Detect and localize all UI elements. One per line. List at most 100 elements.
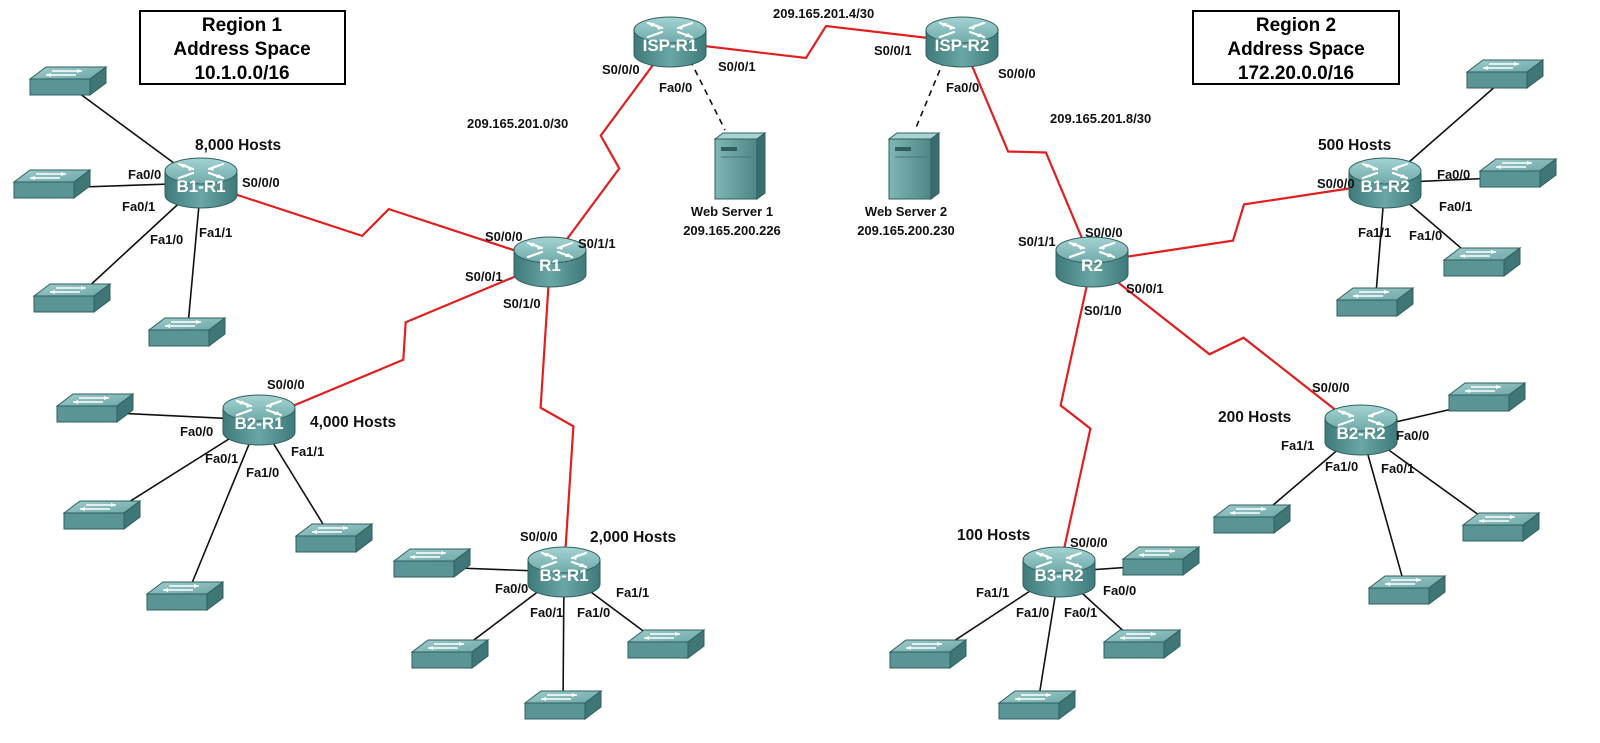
iface-label: S0/0/1 xyxy=(718,59,756,74)
iface-label: Fa1/0 xyxy=(1325,459,1358,474)
serial-link-r2-b2-r2 xyxy=(1091,261,1362,431)
region-2-title: Region 2 xyxy=(1256,15,1336,36)
iface-label: S0/0/1 xyxy=(1126,281,1164,296)
iface-label: Fa1/1 xyxy=(291,444,324,459)
iface-label: Fa1/0 xyxy=(577,605,610,620)
iface-label: Fa0/1 xyxy=(530,605,563,620)
web-server-1-ip: 209.165.200.226 xyxy=(683,223,781,238)
iface-label: Fa0/1 xyxy=(1439,199,1472,214)
iface-label: Fa1/1 xyxy=(1281,438,1314,453)
router-label-b2-r2: B2-R2 xyxy=(1336,424,1385,443)
iface-label: S0/0/0 xyxy=(1070,535,1108,550)
switch-icon[interactable] xyxy=(889,639,967,669)
iface-label: Fa0/0 xyxy=(1396,428,1429,443)
serial-link-r1-b1-r1 xyxy=(200,181,551,264)
serial-link-isp-r2-r2 xyxy=(960,41,1094,263)
iface-label: S0/0/0 xyxy=(242,175,280,190)
iface-label: S0/1/1 xyxy=(578,236,616,251)
ethernet-link-b2-r2-switch-3 xyxy=(1360,429,1408,595)
router-label-isp-r2: ISP-R2 xyxy=(935,36,990,55)
devices-layer xyxy=(13,15,1557,720)
switch-icon[interactable] xyxy=(1479,158,1557,188)
iface-label: Fa0/0 xyxy=(495,581,528,596)
iface-label: S0/0/1 xyxy=(874,43,912,58)
switch-icon[interactable] xyxy=(411,639,489,669)
region-1-box: Region 1 Address Space 10.1.0.0/16 xyxy=(139,10,346,85)
host-count-b3-r1: 2,000 Hosts xyxy=(590,529,676,546)
switch-icon[interactable] xyxy=(148,317,226,347)
iface-label: Fa0/0 xyxy=(659,80,692,95)
iface-label: S0/0/0 xyxy=(267,377,305,392)
switch-icon[interactable] xyxy=(524,690,602,720)
iface-label: S0/0/1 xyxy=(465,269,503,284)
iface-label: Fa1/0 xyxy=(150,232,183,247)
switch-icon[interactable] xyxy=(13,169,91,199)
iface-label: S0/0/0 xyxy=(998,66,1036,81)
iface-label: Fa0/0 xyxy=(180,424,213,439)
iface-label: Fa1/0 xyxy=(1409,228,1442,243)
router-label-b1-r1: B1-R1 xyxy=(176,177,225,196)
iface-label: Fa0/1 xyxy=(122,199,155,214)
switch-icon[interactable] xyxy=(1368,575,1446,605)
iface-label: Fa1/1 xyxy=(976,585,1009,600)
server-icon[interactable] xyxy=(888,132,940,200)
ethernet-link-isp-r2-web-server-2 xyxy=(914,59,945,131)
switch-icon[interactable] xyxy=(295,523,373,553)
iface-label: Fa0/1 xyxy=(1064,605,1097,620)
switch-icon[interactable] xyxy=(1336,287,1414,317)
router-label-r2: R2 xyxy=(1081,256,1103,275)
switch-icon[interactable] xyxy=(998,690,1076,720)
iface-label: S0/0/0 xyxy=(1312,380,1350,395)
web-server-1-name: Web Server 1 xyxy=(691,204,773,219)
switch-icon[interactable] xyxy=(1462,512,1540,542)
iface-label: S0/0/0 xyxy=(485,229,523,244)
iface-label: S0/1/0 xyxy=(503,296,541,311)
iface-label: S0/0/0 xyxy=(602,62,640,77)
region-2-address: 172.20.0.0/16 xyxy=(1238,63,1354,84)
switch-icon[interactable] xyxy=(1213,504,1291,534)
switch-icon[interactable] xyxy=(1122,546,1200,576)
region-2-subtitle: Address Space xyxy=(1227,39,1364,60)
iface-label: S0/0/0 xyxy=(1317,176,1355,191)
interface-labels: S0/0/0 Fa0/0 S0/0/1 S0/0/1 Fa0/0 S0/0/0 … xyxy=(122,43,1472,620)
iface-label: Fa0/0 xyxy=(128,167,161,182)
switch-icon[interactable] xyxy=(63,500,141,530)
switch-icon[interactable] xyxy=(33,283,111,313)
server-icon[interactable] xyxy=(714,132,766,200)
web-server-2-name: Web Server 2 xyxy=(865,204,947,219)
links-layer xyxy=(51,24,1519,710)
ethernet-link-isp-r1-web-server-1 xyxy=(689,59,726,131)
switch-icon[interactable] xyxy=(1466,59,1544,89)
switch-icon[interactable] xyxy=(393,548,471,578)
switch-icon[interactable] xyxy=(1443,247,1521,277)
iface-label: Fa1/1 xyxy=(1358,225,1391,240)
switch-icon[interactable] xyxy=(56,393,134,423)
router-label-isp-r1: ISP-R1 xyxy=(643,36,698,55)
iface-label: S0/1/1 xyxy=(1018,234,1056,249)
switch-icon[interactable] xyxy=(1103,629,1181,659)
iface-label: Fa0/0 xyxy=(946,80,979,95)
switch-icon[interactable] xyxy=(146,581,224,611)
iface-label: Fa1/0 xyxy=(1016,605,1049,620)
switch-icon[interactable] xyxy=(29,66,107,96)
serial-link-isp-r1-r1 xyxy=(549,41,671,263)
serial-link-r2-b1-r2 xyxy=(1091,181,1386,264)
host-count-b2-r1: 4,000 Hosts xyxy=(310,414,396,431)
ethernet-link-b1-r1-switch-4 xyxy=(186,182,202,337)
iface-label: S0/0/0 xyxy=(1085,225,1123,240)
iface-label: Fa1/1 xyxy=(199,225,232,240)
iface-label: Fa0/1 xyxy=(205,451,238,466)
switch-icon[interactable] xyxy=(1448,382,1526,412)
host-count-b2-r2: 200 Hosts xyxy=(1218,409,1291,426)
switch-icon[interactable] xyxy=(627,629,705,659)
region-1-address: 10.1.0.0/16 xyxy=(194,63,289,84)
network-label-r1: 209.165.201.0/30 xyxy=(467,116,568,131)
network-label-r2: 209.165.201.8/30 xyxy=(1050,111,1151,126)
region-2-box: Region 2 Address Space 172.20.0.0/16 xyxy=(1192,10,1400,85)
router-label-b3-r1: B3-R1 xyxy=(539,566,588,585)
network-label-isp: 209.165.201.4/30 xyxy=(773,6,874,21)
iface-label: Fa0/0 xyxy=(1437,167,1470,182)
iface-label: Fa0/1 xyxy=(1381,461,1414,476)
router-label-b1-r2: B1-R2 xyxy=(1360,177,1409,196)
